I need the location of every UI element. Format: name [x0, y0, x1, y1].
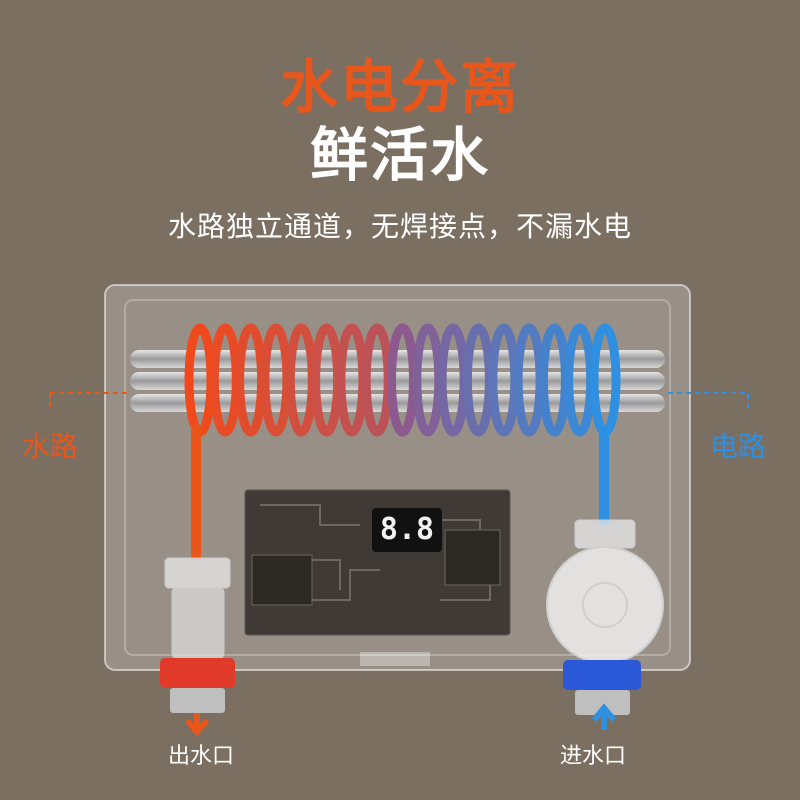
subheadline: 鲜活水 — [309, 121, 490, 189]
digital-display: 8.8 — [372, 508, 442, 552]
tagline: 水路独立通道，无焊接点，不漏水电 — [167, 210, 632, 243]
outlet-label: 出水口 — [168, 744, 235, 769]
water-callout-line — [49, 392, 130, 412]
electric-callout-line — [668, 392, 749, 412]
electric-path-label: 电路 — [710, 430, 767, 463]
headline: 水电分离 — [279, 53, 520, 121]
inlet-fitting — [546, 519, 664, 730]
water-path-label: 水路 — [22, 430, 79, 463]
outlet-fitting — [160, 557, 235, 737]
circuit-board — [244, 489, 511, 636]
inlet-label: 进水口 — [560, 744, 627, 769]
water-coil — [184, 323, 621, 437]
